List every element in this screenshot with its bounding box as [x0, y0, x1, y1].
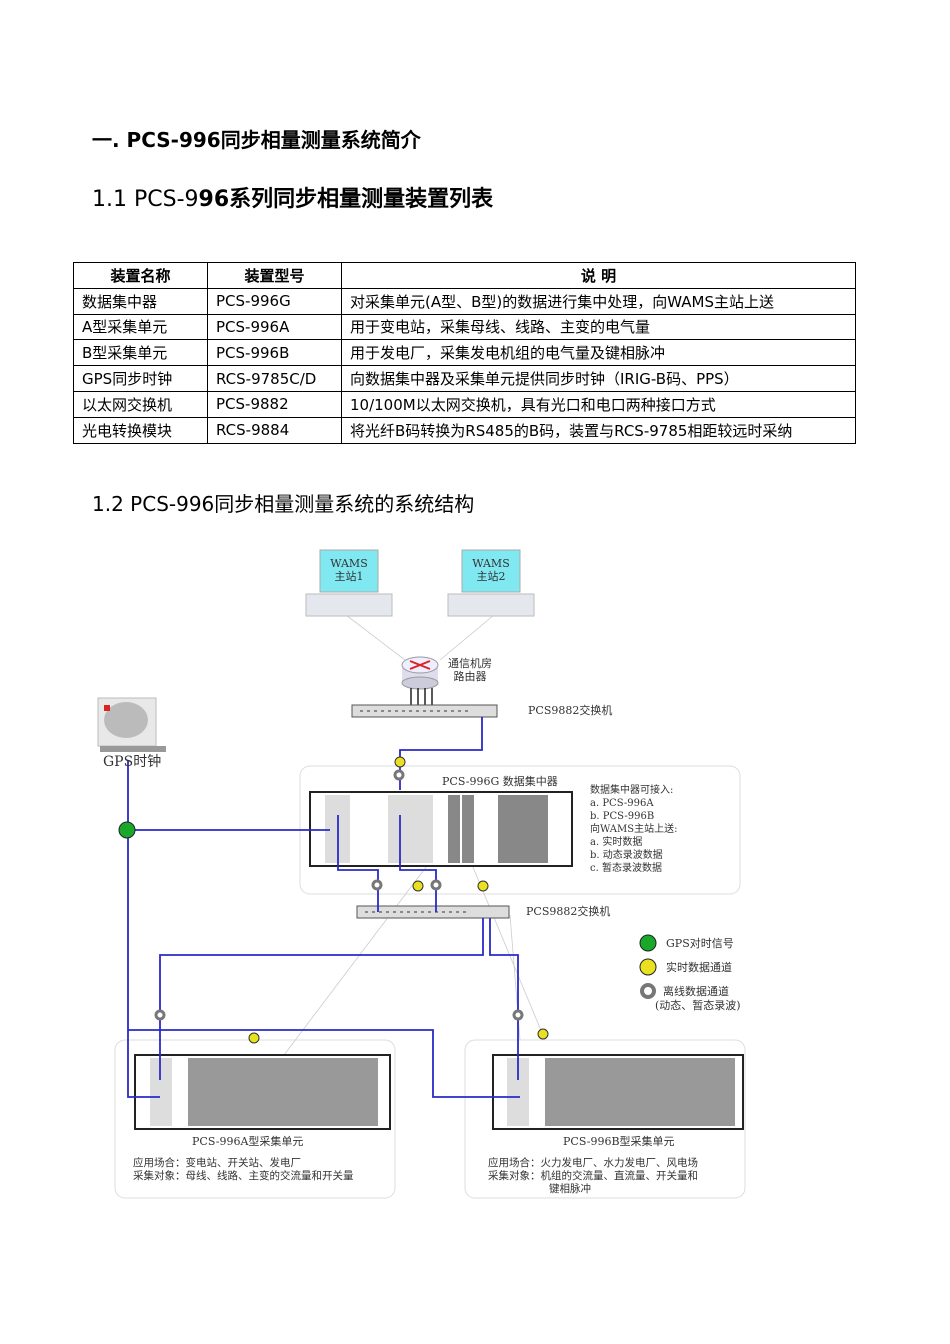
device-name-cell: 以太网交换机 — [73, 390, 208, 418]
unit-b-group-box — [464, 1039, 746, 1199]
concentrator-label: PCS-996G 数据集中器 — [442, 775, 558, 788]
router-label: 通信机房路由器 — [448, 657, 492, 683]
header-name: 装置名称 — [73, 262, 208, 289]
device-model-cell: PCS-9882 — [207, 390, 342, 418]
switch-mid-label: PCS9882交换机 — [526, 905, 611, 918]
gps-signal-marker — [118, 821, 136, 839]
section-heading: 一. PCS-996同步相量测量系统简介 — [92, 128, 421, 152]
realtime-channel-markers — [248, 756, 549, 1044]
subsection-heading-1-1: 1.1 PCS-996系列同步相量测量装置列表 — [92, 181, 493, 213]
subsection-heading-1-2: 1.2 PCS-996同步相量测量系统的系统结构 — [92, 492, 475, 516]
device-desc-cell: 向数据集中器及采集单元提供同步时钟（IRIG-B码、PPS） — [341, 365, 856, 392]
heading-text: 96系列同步相量测量装置列表 — [198, 187, 494, 212]
wams-station-2-icon — [447, 549, 535, 617]
legend-realtime: 实时数据通道 — [666, 961, 732, 974]
device-name-cell: B型采集单元 — [73, 339, 208, 367]
device-desc-cell: 用于发电厂，采集发电机组的电气量及键相脉冲 — [341, 339, 856, 367]
legend-gps: GPS对时信号 — [666, 937, 734, 950]
router-icon — [401, 656, 439, 705]
wams-station-1-icon — [305, 549, 393, 617]
unit-a-notes: 应用场合：变电站、开关站、发电厂采集对象：母线、线路、主变的交流量和开关量 — [133, 1157, 354, 1182]
gps-clock-label: GPS时钟 — [103, 754, 162, 770]
header-model: 装置型号 — [207, 262, 342, 289]
device-model-cell: PCS-996G — [207, 287, 342, 315]
switch-top-icon — [351, 704, 498, 718]
device-desc-cell: 用于变电站，采集母线、线路、主变的电气量 — [341, 313, 856, 341]
offline-channel-markers — [154, 769, 524, 1021]
heading-number: 1.1 PCS-9 — [92, 187, 199, 212]
device-name-cell: 数据集中器 — [73, 287, 208, 315]
device-model-cell: PCS-996B — [207, 339, 342, 367]
unit-a-title: PCS-996A型采集单元 — [192, 1135, 304, 1148]
unit-b-title: PCS-996B型采集单元 — [563, 1135, 675, 1148]
concentrator-rack-icon — [309, 791, 573, 867]
device-name-cell: 光电转换模块 — [73, 416, 208, 444]
switch-top-label: PCS9882交换机 — [528, 704, 613, 717]
switch-mid-icon — [356, 905, 510, 919]
legend-offline-note: (动态、暂态录波) — [655, 999, 741, 1012]
gps-antenna-icon — [97, 697, 166, 752]
unit-a-rack-icon — [134, 1054, 391, 1130]
unit-b-rack-icon — [492, 1054, 744, 1130]
legend-icons — [639, 934, 657, 999]
device-model-cell: PCS-996A — [207, 313, 342, 341]
legend-offline: 离线数据通道 — [663, 985, 729, 998]
device-desc-cell: 将光纤B码转换为RS485的B码，装置与RCS-9785相距较远时采纳 — [341, 416, 856, 444]
device-name-cell: GPS同步时钟 — [73, 365, 208, 392]
device-desc-cell: 对采集单元(A型、B型)的数据进行集中处理，向WAMS主站上送 — [341, 287, 856, 315]
unit-b-notes: 应用场合：火力发电厂、水力发电厂、风电场采集对象：机组的交流量、直流量、开关量和… — [488, 1157, 698, 1195]
